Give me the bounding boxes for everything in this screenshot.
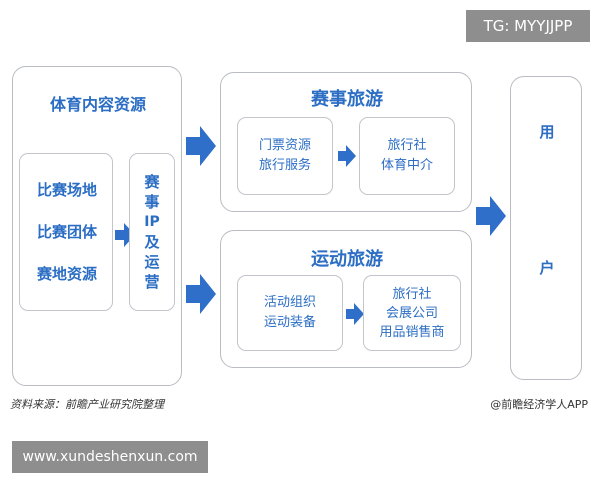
- goods-seller-text: 用品销售商: [379, 324, 445, 340]
- venue-item: 比赛场地: [36, 181, 97, 199]
- credit-text: @前瞻经济学人APP: [490, 398, 588, 411]
- ip-char: 运: [144, 253, 160, 271]
- sport-tourism-box: 运动旅游 活动组织 运动装备 旅行社 会展公司 用品销售商: [220, 230, 472, 368]
- event-inner-arrow-icon: [338, 145, 356, 167]
- content-resources-box: 体育内容资源 比赛场地 比赛团体 赛地资源 赛 事 IP 及 运 营: [12, 66, 182, 386]
- ip-char: 营: [144, 273, 160, 291]
- arrow-to-user-icon: [476, 196, 506, 236]
- source-note: 资料来源：前瞻产业研究院整理: [10, 398, 164, 411]
- event-tourism-box: 赛事旅游 门票资源 旅行服务 旅行社 体育中介: [220, 72, 472, 212]
- ticket-resources-text: 门票资源: [258, 138, 311, 153]
- content-resources-title: 体育内容资源: [49, 95, 146, 114]
- arrow-to-ip-icon: [115, 223, 135, 247]
- user-char-2: 户: [539, 259, 555, 277]
- ip-char: 事: [144, 193, 160, 211]
- user-char-1: 用: [539, 123, 555, 141]
- activity-org-text: 活动组织: [263, 295, 316, 310]
- watermark-tag: TG: MYYJJPP: [466, 10, 590, 42]
- site-resource-item: 赛地资源: [36, 265, 97, 283]
- arrow-to-sport-tourism-icon: [186, 274, 216, 314]
- ip-char: 赛: [144, 173, 160, 191]
- event-ip-box: 赛 事 IP 及 运 营: [129, 153, 175, 311]
- venue-resources-box: 比赛场地 比赛团体 赛地资源: [19, 153, 113, 311]
- site-url-badge: www.xundeshenxun.com: [12, 441, 208, 473]
- vendors-box: 旅行社 会展公司 用品销售商: [363, 275, 461, 351]
- team-item: 比赛团体: [36, 223, 97, 241]
- travel-service-text: 旅行服务: [258, 158, 311, 173]
- sports-agency-text: 体育中介: [380, 158, 433, 173]
- arrow-to-event-tourism-icon: [186, 126, 216, 166]
- activity-equipment-box: 活动组织 运动装备: [237, 275, 343, 351]
- ticket-service-box: 门票资源 旅行服务: [237, 117, 333, 195]
- ip-char: IP: [144, 214, 160, 230]
- exhibition-company-text: 会展公司: [385, 305, 438, 321]
- agency-box: 旅行社 体育中介: [359, 117, 455, 195]
- sport-inner-arrow-icon: [346, 303, 364, 325]
- travel-agency-text: 旅行社: [392, 286, 432, 302]
- travel-agency-text: 旅行社: [387, 138, 427, 153]
- ip-char: 及: [144, 233, 160, 251]
- sport-tourism-title: 运动旅游: [311, 249, 383, 270]
- user-box: 用 户: [510, 76, 582, 380]
- sport-equipment-text: 运动装备: [263, 315, 316, 330]
- event-tourism-title: 赛事旅游: [311, 89, 383, 110]
